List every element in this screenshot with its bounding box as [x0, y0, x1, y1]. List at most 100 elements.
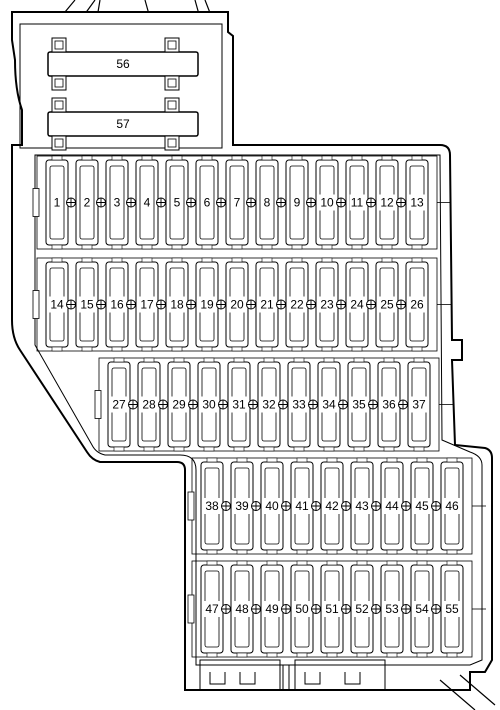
fuse-label: 43: [355, 499, 369, 513]
fuse-label: 38: [205, 499, 219, 513]
fuse-20: 20: [216, 257, 249, 352]
fuse-row-3: 27 28 29 30 31 32 33 34 35 36 37: [94, 357, 453, 452]
fuse-label: 41: [295, 499, 309, 513]
fuse-6: 6: [186, 155, 219, 250]
relay-56: 56: [47, 37, 199, 91]
relay-bracket: [19, 23, 223, 149]
fuse-1: 1: [45, 155, 69, 250]
fuse-label: 28: [142, 398, 156, 412]
fuse-label: 10: [320, 196, 334, 210]
fuse-label: 32: [262, 398, 276, 412]
fuse-label: 17: [140, 298, 154, 312]
side-cable: [439, 674, 496, 710]
fuse-label: 22: [290, 298, 304, 312]
fuse-label: 6: [204, 196, 211, 210]
fuse-43: 43: [341, 457, 374, 555]
fuse-25: 25: [366, 257, 399, 352]
fuse-label: 7: [234, 196, 241, 210]
relay-label: 56: [116, 57, 130, 71]
fuse-24: 24: [336, 257, 369, 352]
fuse-18: 18: [156, 257, 189, 352]
fuse-51: 51: [311, 560, 344, 658]
fuse-label: 12: [380, 196, 394, 210]
fuse-label: 51: [325, 602, 339, 616]
fuse-label: 1: [54, 196, 61, 210]
fuse-label: 29: [172, 398, 186, 412]
fuse-3: 3: [96, 155, 129, 250]
relay-group: 56 57: [47, 37, 199, 151]
fuse-label: 13: [410, 196, 424, 210]
fuse-47: 47: [200, 560, 224, 658]
fuse-label: 53: [385, 602, 399, 616]
fuse-50: 50: [281, 560, 314, 658]
fuse-26: 26: [396, 257, 429, 352]
fuse-label: 49: [265, 602, 279, 616]
fuse-label: 52: [355, 602, 369, 616]
relay-57: 57: [47, 97, 199, 151]
fuse-label: 5: [174, 196, 181, 210]
fuse-29: 29: [158, 357, 191, 452]
fuse-53: 53: [371, 560, 404, 658]
fuse-label: 3: [114, 196, 121, 210]
fuse-label: 45: [415, 499, 429, 513]
fuse-37: 37: [398, 357, 431, 452]
fuse-48: 48: [221, 560, 254, 658]
fuse-2: 2: [66, 155, 99, 250]
fuse-label: 35: [352, 398, 366, 412]
fuse-17: 17: [126, 257, 159, 352]
fuse-label: 16: [110, 298, 124, 312]
fuse-4: 4: [126, 155, 159, 250]
fuse-13: 13: [396, 155, 429, 250]
fuse-label: 24: [350, 298, 364, 312]
fuse-label: 54: [415, 602, 429, 616]
fuse-label: 40: [265, 499, 279, 513]
fuse-16: 16: [96, 257, 129, 352]
fuse-label: 37: [412, 398, 426, 412]
fuse-39: 39: [221, 457, 254, 555]
fuse-label: 46: [445, 499, 459, 513]
fuse-label: 36: [382, 398, 396, 412]
fuse-label: 23: [320, 298, 334, 312]
fuse-15: 15: [66, 257, 99, 352]
fuse-33: 33: [278, 357, 311, 452]
fuse-box-inner-outline: [34, 154, 483, 666]
bottom-connectors: [199, 659, 386, 691]
fuse-label: 34: [322, 398, 336, 412]
fuse-55: 55: [431, 560, 464, 658]
fuse-9: 9: [276, 155, 309, 250]
fuse-label: 30: [202, 398, 216, 412]
fuse-label: 55: [445, 602, 459, 616]
fuse-label: 15: [80, 298, 94, 312]
fuse-41: 41: [281, 457, 314, 555]
fuse-54: 54: [401, 560, 434, 658]
fuse-label: 9: [294, 196, 301, 210]
fuse-21: 21: [246, 257, 279, 352]
fuse-12: 12: [366, 155, 399, 250]
fuse-label: 33: [292, 398, 306, 412]
fuse-11: 11: [336, 155, 369, 250]
fuse-label: 25: [380, 298, 394, 312]
fuse-label: 8: [264, 196, 271, 210]
fuse-label: 50: [295, 602, 309, 616]
fuse-23: 23: [306, 257, 339, 352]
fuse-10: 10: [306, 155, 339, 250]
fuse-49: 49: [251, 560, 284, 658]
fuse-27: 27: [107, 357, 131, 452]
fuse-label: 20: [230, 298, 244, 312]
fuse-label: 11: [351, 196, 364, 210]
fuse-30: 30: [188, 357, 221, 452]
fuse-label: 44: [385, 499, 399, 513]
fuse-label: 39: [235, 499, 249, 513]
fuse-label: 2: [84, 196, 91, 210]
fuse-label: 31: [232, 398, 246, 412]
fuse-42: 42: [311, 457, 344, 555]
fuse-5: 5: [156, 155, 189, 250]
fuse-label: 19: [200, 298, 214, 312]
fuse-label: 27: [112, 398, 126, 412]
fuse-40: 40: [251, 457, 284, 555]
